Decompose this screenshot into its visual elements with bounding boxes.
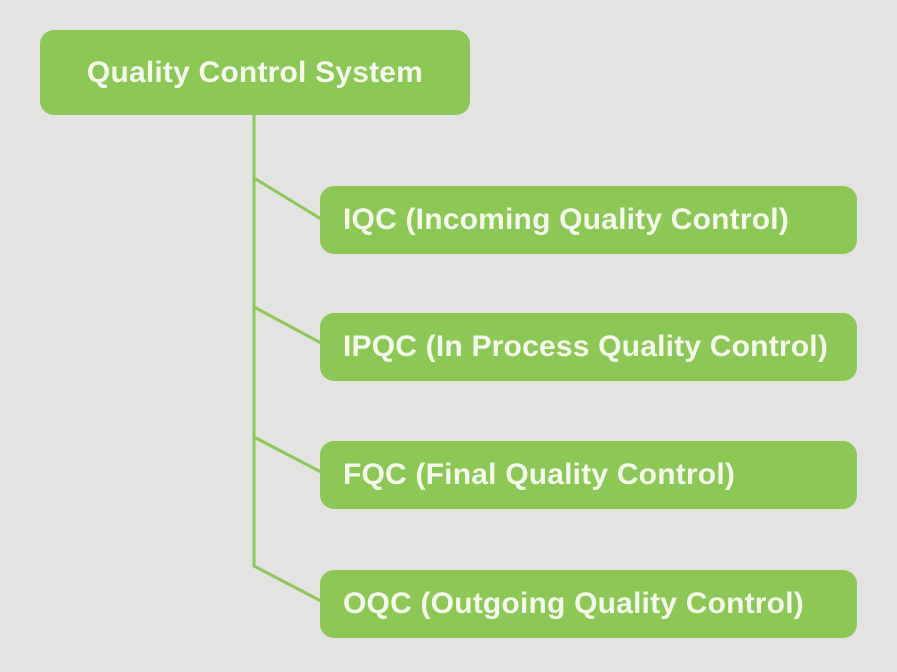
connector-branch-ipqc <box>252 305 323 345</box>
connector-branch-oqc <box>252 564 323 603</box>
node-oqc-label: OQC (Outgoing Quality Control) <box>343 587 804 620</box>
connector-branch-iqc <box>252 176 323 221</box>
node-iqc: IQC (Incoming Quality Control) <box>320 186 857 254</box>
node-fqc-label: FQC (Final Quality Control) <box>343 458 736 491</box>
connector-branch-fqc <box>252 435 323 474</box>
node-quality-control-system: Quality Control System <box>40 30 470 115</box>
node-oqc: OQC (Outgoing Quality Control) <box>320 570 857 638</box>
node-ipqc-label: IPQC (In Process Quality Control) <box>343 330 829 363</box>
node-quality-control-system-label: Quality Control System <box>86 55 424 89</box>
node-iqc-label: IQC (Incoming Quality Control) <box>343 203 789 236</box>
node-fqc: FQC (Final Quality Control) <box>320 441 857 509</box>
node-ipqc: IPQC (In Process Quality Control) <box>320 313 857 381</box>
